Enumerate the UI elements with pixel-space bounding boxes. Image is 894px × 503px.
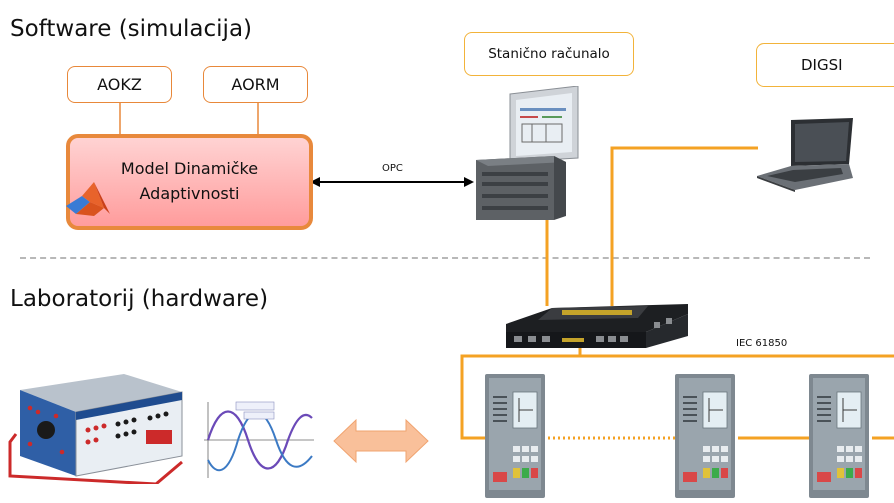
protection-relay-icon <box>485 374 545 498</box>
laptop-icon <box>757 118 853 192</box>
station-pc-label-box: Stanično računalo <box>464 32 634 76</box>
waveform-icon <box>204 401 314 478</box>
matlab-logo-icon <box>66 182 110 216</box>
aorm-module-box: AORM <box>203 66 308 103</box>
model-line1: Model Dinamičke <box>120 159 259 179</box>
relay-test-set-icon <box>8 374 183 484</box>
software-section-title: Software (simulacija) <box>10 16 253 42</box>
aokz-label: AOKZ <box>97 75 142 94</box>
section-separator <box>20 257 870 259</box>
protection-relay-icon <box>675 374 735 498</box>
double-arrow-icon <box>333 418 429 464</box>
model-line2: Adaptivnosti <box>139 184 240 203</box>
station-pc-label: Stanično računalo <box>488 46 610 62</box>
hardware-section-title: Laboratorij (hardware) <box>10 286 269 312</box>
network-switch-icon <box>506 304 688 348</box>
aorm-label: AORM <box>231 75 280 94</box>
iec-61850-label: IEC 61850 <box>736 338 788 349</box>
digsi-label-box: DIGSI <box>756 43 894 87</box>
digsi-label: DIGSI <box>801 56 843 74</box>
aokz-module-box: AOKZ <box>67 66 172 103</box>
protection-relay-icon <box>809 374 869 498</box>
workstation-icon <box>476 86 579 220</box>
model-box: Model Dinamičke Adaptivnosti <box>66 134 313 230</box>
opc-label: OPC <box>382 163 403 174</box>
